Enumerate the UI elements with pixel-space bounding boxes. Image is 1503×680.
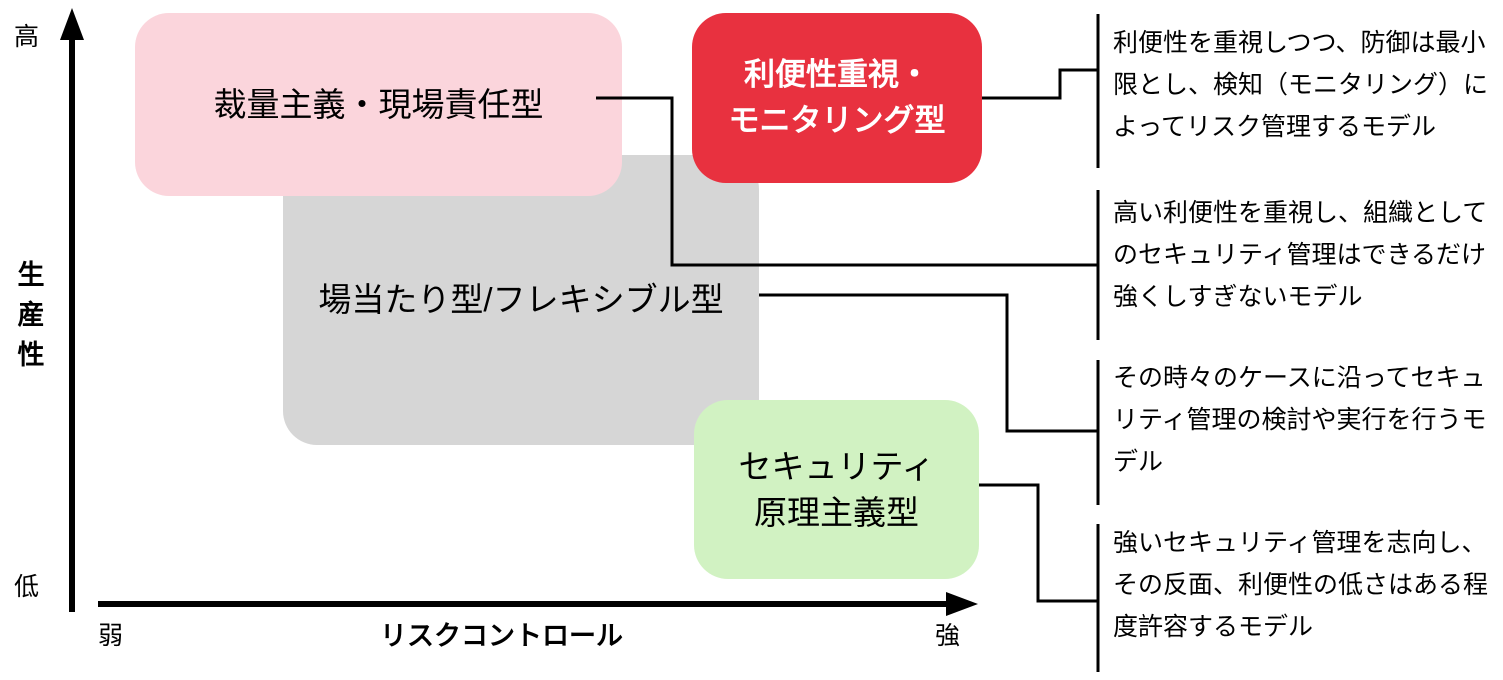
quadrant-label-monitoring-line1: 利便性重視・ xyxy=(744,57,930,92)
description-flexible: その時々のケースに沿ってセキュリティ管理の検討や実行を行うモデル xyxy=(1113,364,1487,476)
quadrant-label-security-line1: セキュリティ xyxy=(738,447,935,485)
quadrant-label-security-line2: 原理主義型 xyxy=(754,493,919,531)
y-axis-title: 生 産 性 xyxy=(14,255,48,375)
quadrant-label-monitoring-line2: モニタリング型 xyxy=(728,103,946,138)
quadrant-box-monitoring[interactable]: 利便性重視・モニタリング型 xyxy=(692,13,982,183)
connector-green xyxy=(979,483,1098,603)
quadrant-label-security-fundamentalist: セキュリティ原理主義型 xyxy=(738,444,934,536)
y-axis-high-label: 高 xyxy=(14,23,40,51)
description-security-fundamentalist: 強いセキュリティ管理を志向し、その反面、利便性の低さはある程度許容するモデル xyxy=(1113,529,1489,641)
quadrant-box-flexible[interactable]: 場当たり型/フレキシブル型 xyxy=(283,155,759,445)
y-axis-title-char-2: 産 xyxy=(17,300,45,330)
quadrant-box-security-fundamentalist[interactable]: セキュリティ原理主義型 xyxy=(694,400,979,579)
x-axis-high-label: 強 xyxy=(935,622,961,650)
y-axis-title-char-3: 性 xyxy=(17,340,45,370)
y-axis-title-char-1: 生 xyxy=(17,260,45,290)
description-discretionary: 高い利便性を重視し、組織としてのセキュリティ管理はできるだけ強くしすぎないモデル xyxy=(1113,199,1488,311)
quadrant-label-flexible: 場当たり型/フレキシブル型 xyxy=(318,281,724,318)
quadrant-box-discretionary[interactable]: 裁量主義・現場責任型 xyxy=(135,13,622,196)
connector-red xyxy=(982,68,1098,100)
x-axis-title: リスクコントロール xyxy=(380,621,623,651)
quadrant-label-discretionary: 裁量主義・現場責任型 xyxy=(213,85,544,123)
y-axis-low-label: 低 xyxy=(14,573,40,601)
description-monitoring: 利便性を重視しつつ、防御は最小限とし、検知（モニタリング）によってリスク管理する… xyxy=(1113,29,1489,141)
quadrant-label-monitoring: 利便性重視・モニタリング型 xyxy=(729,52,946,144)
x-axis-low-label: 弱 xyxy=(98,622,124,650)
